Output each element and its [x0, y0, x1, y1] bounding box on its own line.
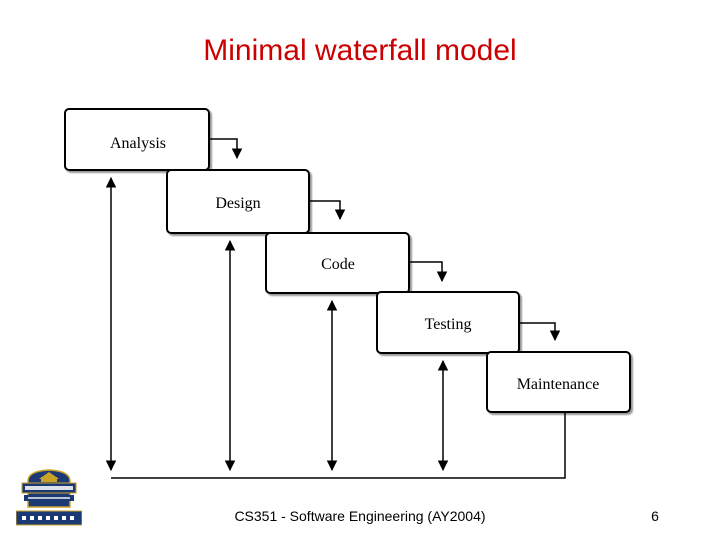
- stage-label-maintenance: Maintenance: [517, 376, 600, 393]
- footer-course-text: CS351 - Software Engineering (AY2004): [234, 508, 486, 524]
- stage-analysis: Analysis: [64, 108, 210, 171]
- stage-code: Code: [265, 232, 410, 294]
- page-number: 6: [651, 508, 659, 524]
- stage-testing: Testing: [376, 291, 520, 354]
- stage-label-testing: Testing: [425, 316, 472, 333]
- stage-maintenance: Maintenance: [486, 351, 631, 413]
- stage-label-code: Code: [321, 256, 355, 273]
- stage-label-analysis: Analysis: [110, 135, 166, 152]
- slide-title: Minimal waterfall model: [203, 34, 517, 67]
- stage-label-design: Design: [215, 195, 260, 212]
- stage-design: Design: [166, 169, 310, 234]
- feedback-line: [111, 413, 566, 479]
- flow-arrow-testing-maintenance: [520, 322, 561, 342]
- flow-arrow-analysis-design: [210, 138, 243, 160]
- flow-arrow-code-testing: [410, 261, 448, 283]
- montana-state-logo: [16, 467, 82, 527]
- flow-arrow-design-code: [310, 200, 346, 221]
